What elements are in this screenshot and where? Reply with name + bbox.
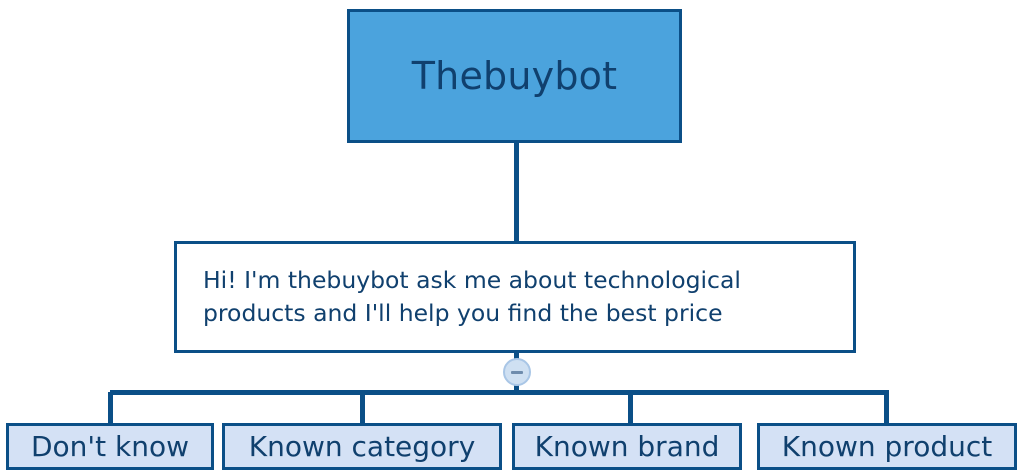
option-node-label: Known brand xyxy=(534,429,720,463)
root-node-thebuybot[interactable]: Thebuybot xyxy=(347,9,682,143)
option-node-label: Known product xyxy=(781,429,993,463)
root-node-label: Thebuybot xyxy=(411,54,618,98)
option-node-known-product[interactable]: Known product xyxy=(757,423,1017,470)
collapse-toggle-button[interactable] xyxy=(503,358,531,386)
option-node-dont-know[interactable]: Don't know xyxy=(6,423,214,470)
option-node-label: Don't know xyxy=(30,429,189,463)
option-node-known-category[interactable]: Known category xyxy=(222,423,502,470)
message-node-text: Hi! I'm thebuybot ask me about technolog… xyxy=(203,265,741,327)
option-node-label: Known category xyxy=(248,429,476,463)
message-node[interactable]: Hi! I'm thebuybot ask me about technolog… xyxy=(174,241,856,353)
option-node-known-brand[interactable]: Known brand xyxy=(512,423,742,470)
minus-icon xyxy=(511,370,523,374)
